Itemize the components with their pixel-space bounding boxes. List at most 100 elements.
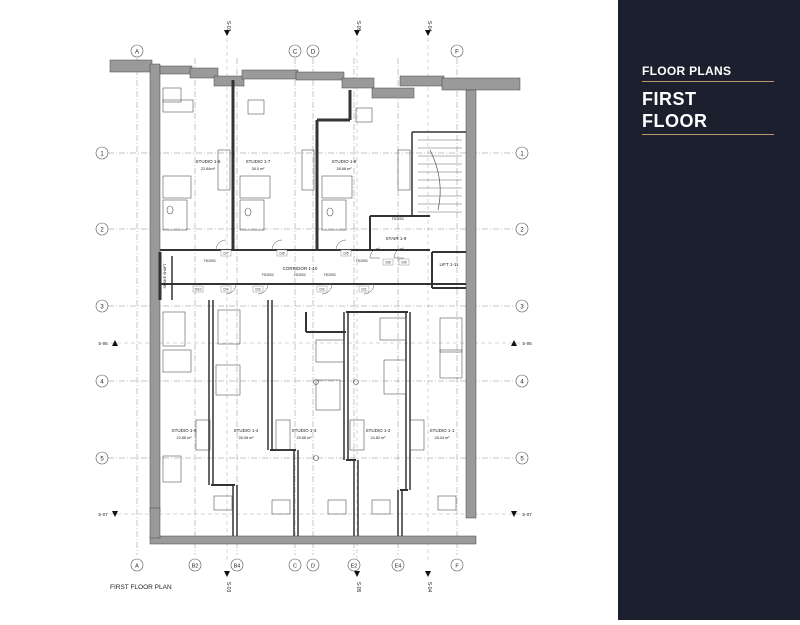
door-swing xyxy=(393,247,405,259)
grid-bubble-right xyxy=(515,222,529,236)
room-area-top: 22.84m² xyxy=(201,167,216,171)
door-swing xyxy=(363,283,375,295)
section-arrow-right xyxy=(511,340,517,346)
section-label-top: S-04 xyxy=(426,21,432,32)
chair-icon xyxy=(247,99,265,115)
grid-bubble-left xyxy=(95,374,109,388)
divider-top xyxy=(642,81,774,82)
grid-layer xyxy=(95,30,529,577)
grid-label-bottom: D xyxy=(311,564,315,570)
grid-bubble-top xyxy=(450,44,464,58)
bed-icon xyxy=(162,349,192,373)
room-area-top: 28.68 m² xyxy=(337,167,353,171)
bathroom-icon xyxy=(162,311,186,347)
top-wall-seg xyxy=(241,69,299,80)
grid-label-top: D xyxy=(311,50,316,56)
grid-label-left: 5 xyxy=(100,457,104,463)
page-title: FIRST FLOOR xyxy=(642,88,708,132)
section-label-top: S-03 xyxy=(225,21,231,32)
furniture-layer xyxy=(162,87,463,515)
section-label-bottom: S-05 xyxy=(355,582,361,593)
page-title-line2: FLOOR xyxy=(642,111,708,131)
section-arrow-bottom xyxy=(224,571,230,577)
grid-label-top: F xyxy=(455,50,459,56)
toilet-icon xyxy=(244,207,252,217)
south-wall xyxy=(149,535,477,545)
stair-label: STAIR 1-9 xyxy=(386,236,407,241)
bathroom-icon xyxy=(383,359,407,395)
door-tag-box xyxy=(382,258,394,266)
grid-label-right: 4 xyxy=(520,380,524,386)
lamp-icon xyxy=(313,379,319,385)
lamp-icon xyxy=(313,455,319,461)
east-wall xyxy=(465,89,477,519)
top-wall-seg xyxy=(189,67,219,79)
door-swing xyxy=(257,283,269,295)
section-arrow-top xyxy=(354,30,360,36)
grid-label-left: 2 xyxy=(100,228,104,234)
corridor-label: CORRIDOR 1-10 xyxy=(283,266,318,271)
door-tag-box xyxy=(192,285,204,293)
walls-layer xyxy=(109,59,521,545)
fire-door-tag: FD30SC xyxy=(294,273,307,277)
door-swing xyxy=(215,239,227,251)
grid-bubble-bottom xyxy=(450,558,464,572)
grid-label-left: 4 xyxy=(100,380,104,386)
door-tag: D/1 xyxy=(362,288,367,292)
door-tag-box xyxy=(220,249,232,257)
grid-bubble-bottom xyxy=(306,558,320,572)
door-tag: D/5 xyxy=(344,252,349,256)
grid-bubble-right xyxy=(515,451,529,465)
section-label-bottom: S-03 xyxy=(225,582,231,593)
room-area-bottom: 22.88 m² xyxy=(177,436,193,440)
section-arrow-left xyxy=(112,511,118,517)
grid-bubble-bottom xyxy=(288,558,302,572)
grid-label-top: C xyxy=(293,50,298,56)
section-label-right: S-07 xyxy=(522,512,532,517)
lift-label: LIFT 1-11 xyxy=(439,262,459,267)
door-tag-box xyxy=(220,285,232,293)
section-arrow-bottom xyxy=(354,571,360,577)
fire-door-tag: FD30SC xyxy=(204,259,217,263)
bathroom-icon xyxy=(217,309,241,345)
grid-bubble-top xyxy=(306,44,320,58)
sidebar-panel: FLOOR PLANS FIRST FLOOR xyxy=(618,0,800,620)
bed-icon xyxy=(162,175,192,199)
grid-bubble-right xyxy=(515,299,529,313)
top-wall-seg xyxy=(295,71,345,81)
room-name-bottom: STUDIO 1-2 xyxy=(366,428,391,433)
door-tag: D/8 xyxy=(386,261,391,265)
door-tag-box xyxy=(340,249,352,257)
top-wall-seg xyxy=(399,75,445,87)
grid-label-top: A xyxy=(135,50,139,56)
top-wall-seg xyxy=(159,65,193,75)
door-tag: D/9 xyxy=(402,261,407,265)
sw-return xyxy=(149,507,161,539)
grid-bubble-left xyxy=(95,222,109,236)
door-tag: D/4 xyxy=(224,288,229,292)
door-tag-box xyxy=(252,285,264,293)
room-area-bottom: 24.82 m² xyxy=(371,436,387,440)
room-area-top: 28.0 m² xyxy=(252,167,266,171)
section-label-left: S-07 xyxy=(98,512,108,517)
door-tag: D/7 xyxy=(224,252,229,256)
bed-icon xyxy=(239,175,271,199)
room-name-bottom: STUDIO 1-3 xyxy=(292,428,317,433)
grid-label-right: 5 xyxy=(520,457,524,463)
door-tag: D/3 xyxy=(256,288,261,292)
stair-arrow xyxy=(429,149,441,211)
chair-icon xyxy=(162,87,182,103)
section-label-left: S-06 xyxy=(98,341,108,346)
grid-bubble-right xyxy=(515,146,529,160)
desk-icon xyxy=(349,419,365,451)
grid-label-right: 1 xyxy=(520,152,524,158)
section-label-right: S-06 xyxy=(522,341,532,346)
fire-door-tag: FD30SC xyxy=(356,259,369,263)
room-area-bottom: 28.04 m² xyxy=(435,436,451,440)
door-tag: D/2 xyxy=(320,288,325,292)
bathroom-icon xyxy=(321,199,347,231)
bathroom-icon xyxy=(239,199,265,231)
desk-icon xyxy=(275,419,291,451)
door-swing xyxy=(225,283,237,295)
